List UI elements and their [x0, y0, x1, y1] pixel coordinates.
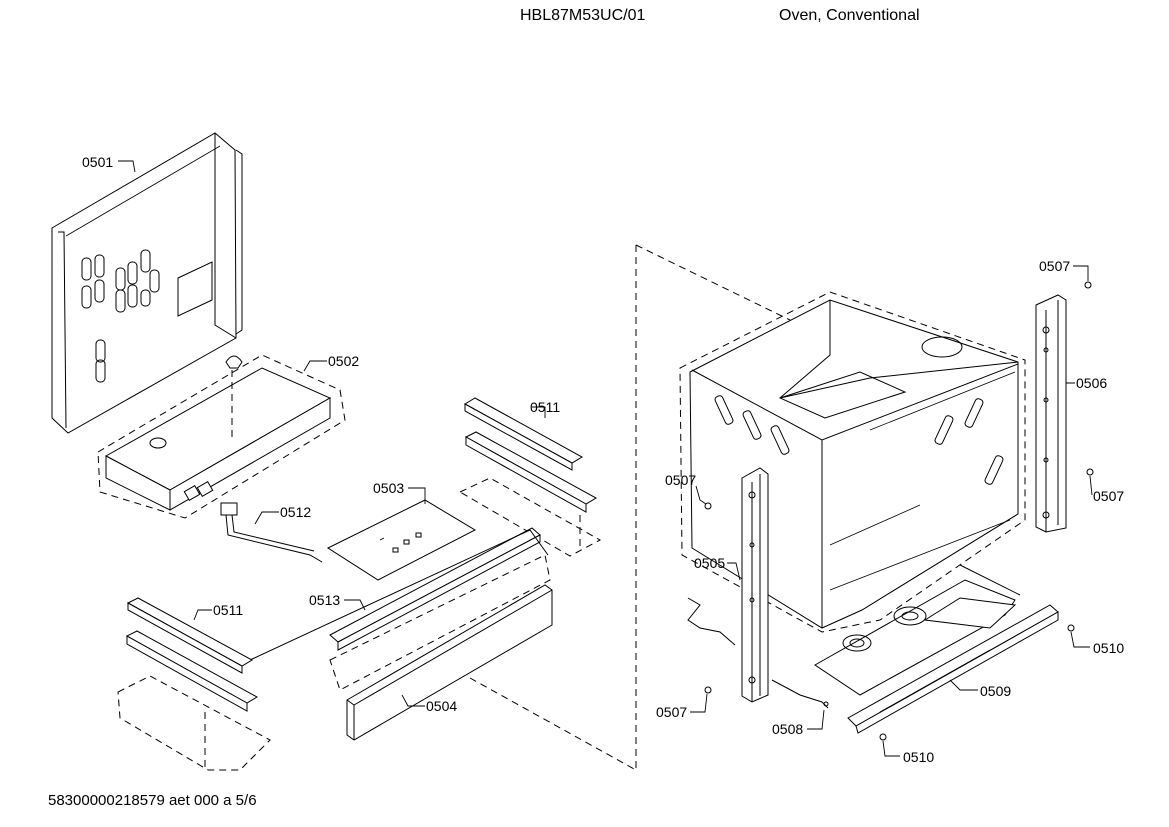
callout-0507a: 0507 [1039, 258, 1070, 274]
product-name: Oven, Conventional [779, 7, 920, 24]
leader-0507b [1089, 475, 1093, 496]
part-0513-strip [329, 527, 551, 691]
callout-0501: 0501 [82, 154, 113, 170]
leader-0504 [401, 694, 425, 707]
callout-0507d: 0507 [656, 704, 687, 720]
callout-0502: 0502 [328, 353, 359, 369]
leader-0507c [695, 485, 707, 505]
callout-0505: 0505 [694, 555, 725, 571]
leader-0507d [690, 693, 708, 713]
screw-0510-bottom [879, 733, 887, 741]
leader-0510b [882, 740, 900, 757]
callout-0513: 0513 [309, 592, 340, 608]
callout-0504: 0504 [426, 698, 457, 714]
callout-0512: 0512 [280, 504, 311, 520]
part-0508-bracket [771, 679, 829, 709]
leader-0512 [254, 511, 279, 525]
section-divider [469, 244, 791, 772]
model-number: HBL87M53UC/01 [520, 7, 646, 24]
leader-0501 [118, 160, 136, 173]
part-0511-lower-rails [117, 597, 271, 771]
part-0503-plate [326, 499, 477, 581]
callout-0509: 0509 [980, 683, 1011, 699]
screw-0507-left-top [704, 502, 712, 510]
part-0502-top-cover [97, 354, 346, 519]
leader-0508 [807, 709, 825, 730]
part-0504-front-bar [249, 529, 553, 741]
callout-0503: 0503 [373, 480, 404, 496]
callout-0511a: 0511 [530, 399, 560, 415]
callout-0508: 0508 [772, 721, 803, 737]
part-0506-side-rail [1035, 294, 1067, 533]
callout-0507c: 0507 [665, 472, 696, 488]
part-0509-front-strip [847, 604, 1059, 734]
part-0501-side-panel [51, 132, 243, 434]
callout-0511b: 0511 [213, 602, 243, 618]
screw-0507-right-top [1084, 281, 1092, 289]
document-code: 58300000218579 aet 000 a 5/6 [48, 792, 257, 809]
bottom-plate [814, 564, 1021, 696]
part-0512-sensor [220, 502, 323, 563]
leader-0505 [727, 562, 741, 581]
screw-0507-left-bottom [704, 686, 712, 694]
callout-0506: 0506 [1076, 375, 1107, 391]
callout-0510a: 0510 [1093, 640, 1124, 656]
callout-0510b: 0510 [903, 749, 934, 765]
screw-0507-right-bottom [1086, 468, 1094, 476]
screw-0510-right [1067, 624, 1075, 632]
part-0511-upper-rails [458, 397, 602, 557]
leader-0511a [532, 406, 546, 418]
leader-0507a [1073, 265, 1089, 281]
leader-0509 [949, 679, 978, 691]
callout-0507b: 0507 [1093, 488, 1124, 504]
part-0505-side-rail [687, 467, 769, 703]
leader-0502 [303, 360, 327, 372]
oven-cavity [679, 291, 1026, 633]
leader-0510a [1070, 631, 1090, 648]
leader-0506 [1065, 382, 1075, 410]
leader-0513 [344, 599, 366, 611]
leader-0511b [193, 609, 212, 621]
leader-0503 [408, 487, 426, 504]
